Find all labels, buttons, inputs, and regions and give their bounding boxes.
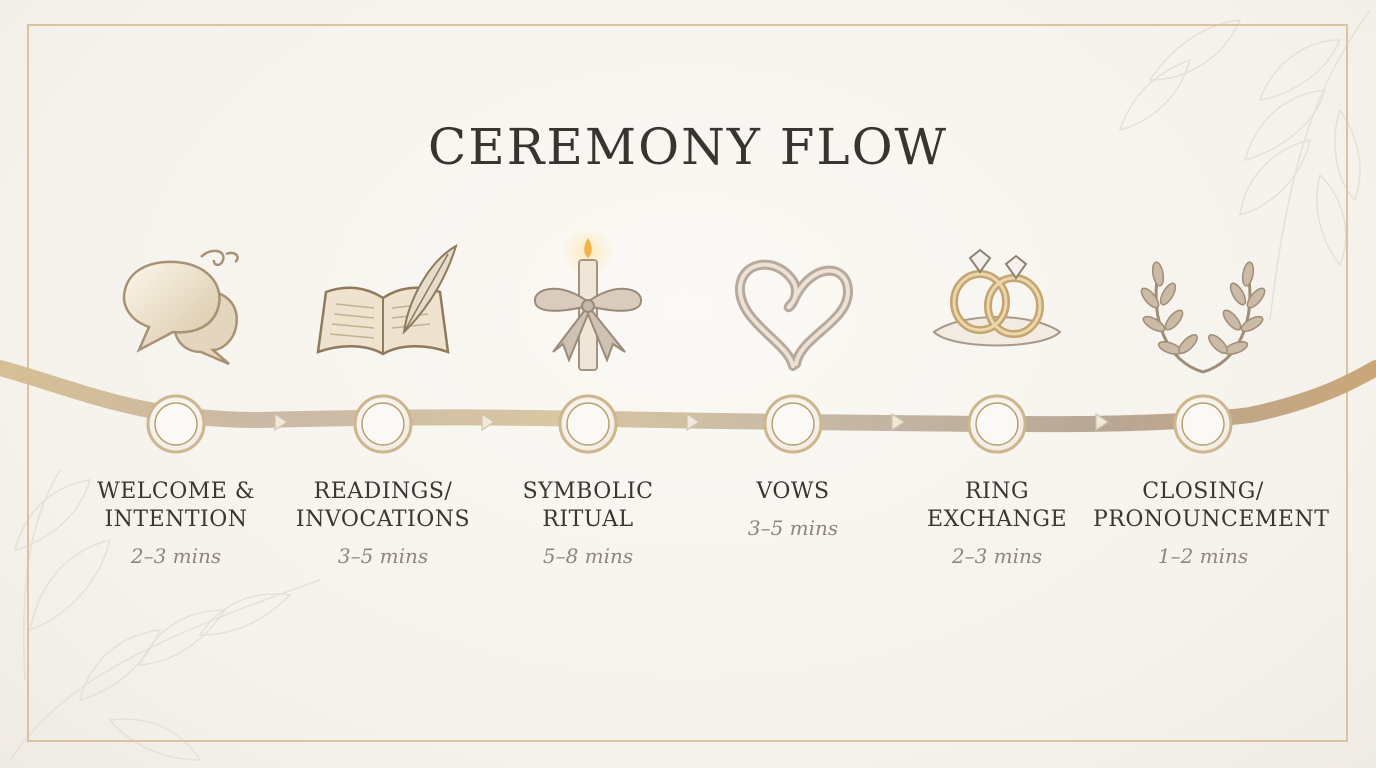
step-name-line: RING <box>964 479 1030 504</box>
step-name-line: PRONOUNCEMENT <box>1093 507 1330 532</box>
flow-arrow-icon <box>481 412 496 432</box>
flow-arrow-icon <box>1095 412 1110 432</box>
step-name: WELCOME & INTENTION <box>66 478 286 534</box>
step-name-line: INTENTION <box>104 507 248 532</box>
step-node-5 <box>967 394 1027 454</box>
step-name: SYMBOLIC RITUAL <box>478 478 698 534</box>
flow-arrow-icon <box>686 412 701 432</box>
page-title: CEREMONY FLOW <box>427 117 949 176</box>
laurel-wreath-icon <box>1128 232 1278 382</box>
step-name-line: WELCOME & <box>97 479 255 504</box>
open-book-quill-icon <box>308 232 458 382</box>
step-1: WELCOME & INTENTION 2–3 mins <box>66 232 286 568</box>
step-6: CLOSING/PRONOUNCEMENT 1–2 mins <box>1093 232 1329 568</box>
step-node-2 <box>353 394 413 454</box>
step-name-line: READINGS/ <box>313 479 453 504</box>
heart-ribbon-icon <box>718 232 868 382</box>
step-name: CLOSING/PRONOUNCEMENT <box>1093 478 1330 534</box>
step-name-line: EXCHANGE <box>926 507 1068 532</box>
step-name: VOWS <box>683 478 903 506</box>
step-duration: 1–2 mins <box>1157 544 1249 568</box>
step-3: SYMBOLIC RITUAL 5–8 mins <box>478 226 698 568</box>
speech-bubbles-icon <box>101 232 251 382</box>
step-duration: 2–3 mins <box>951 544 1043 568</box>
step-duration: 5–8 mins <box>542 544 634 568</box>
step-name: RING EXCHANGE <box>887 478 1107 534</box>
step-name-line: INVOCATIONS <box>295 507 471 532</box>
wedding-rings-pillow-icon <box>922 232 1072 382</box>
step-5: RING EXCHANGE 2–3 mins <box>887 232 1107 568</box>
step-2: READINGS/INVOCATIONS 3–5 mins <box>273 232 493 568</box>
step-name-line: SYMBOLIC <box>522 479 654 504</box>
step-node-3 <box>558 394 618 454</box>
step-name-line: CLOSING/ <box>1142 479 1264 504</box>
step-4: VOWS 3–5 mins <box>683 232 903 540</box>
step-name-line: RITUAL <box>542 507 634 532</box>
step-name-line: VOWS <box>756 479 830 504</box>
step-node-6 <box>1173 394 1233 454</box>
step-duration: 3–5 mins <box>337 544 429 568</box>
step-node-4 <box>763 394 823 454</box>
flow-arrow-icon <box>891 412 906 432</box>
candle-ribbon-icon <box>513 226 663 382</box>
step-name: READINGS/INVOCATIONS <box>273 478 493 534</box>
step-duration: 2–3 mins <box>130 544 222 568</box>
flow-arrow-icon <box>274 412 289 432</box>
step-node-1 <box>146 394 206 454</box>
step-duration: 3–5 mins <box>747 516 839 540</box>
